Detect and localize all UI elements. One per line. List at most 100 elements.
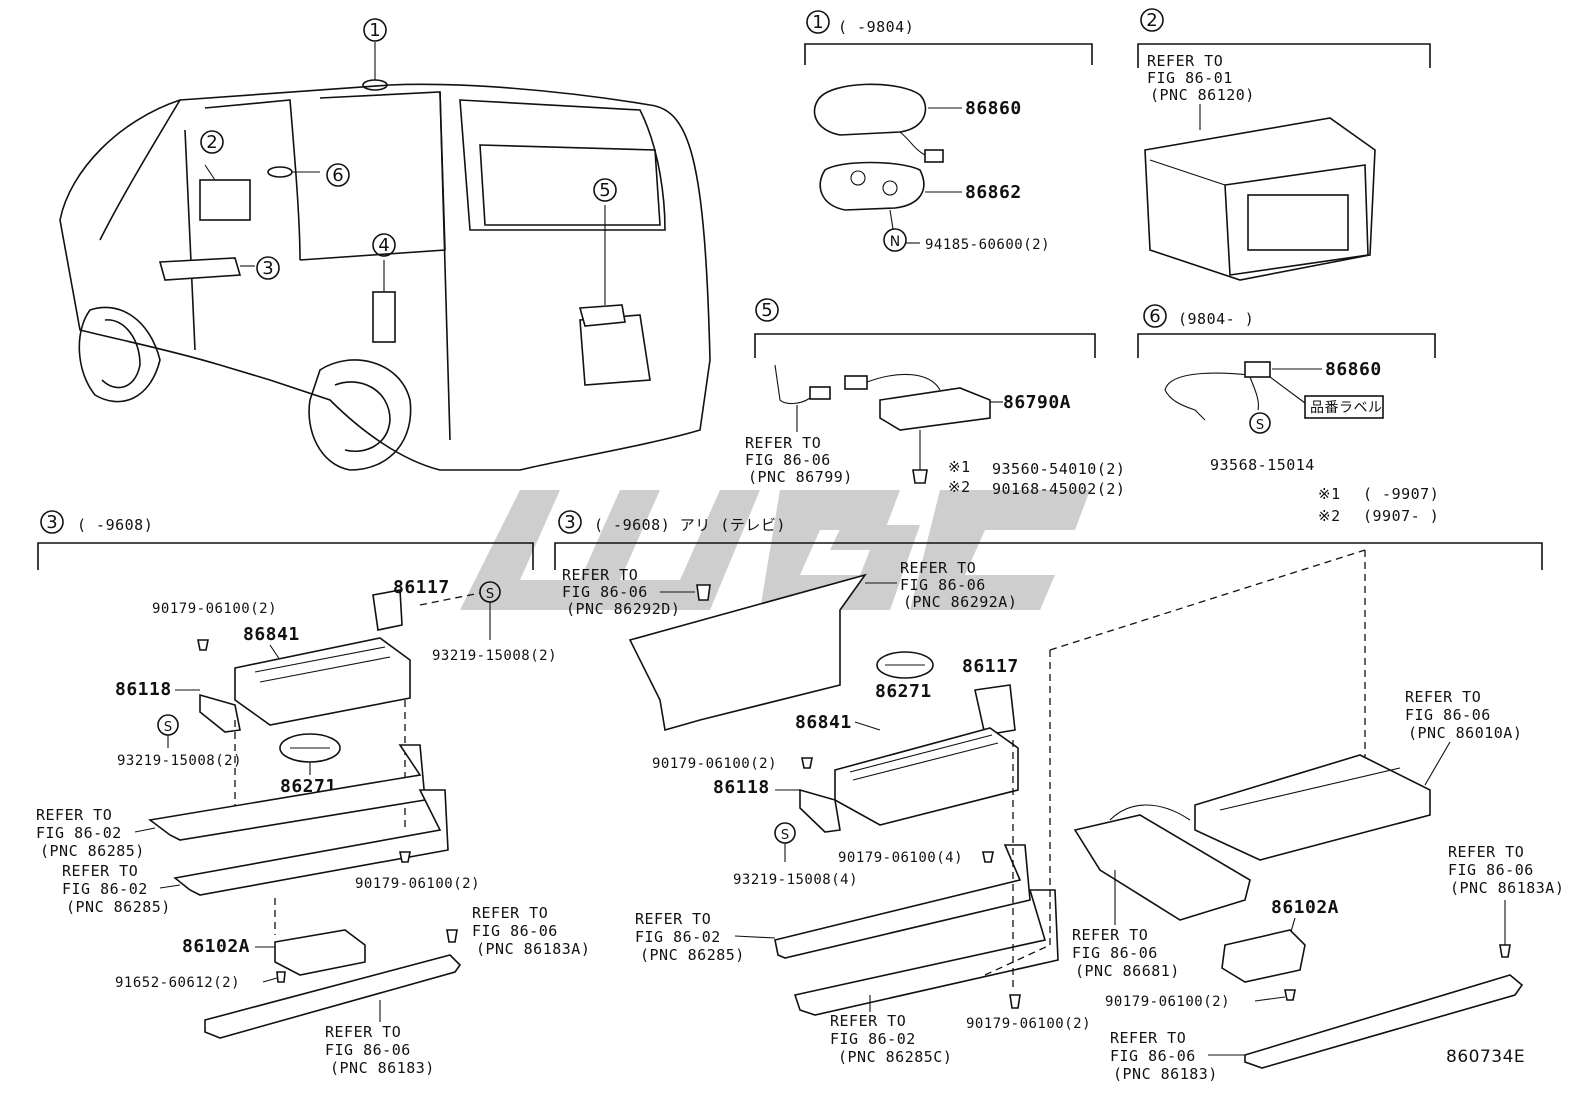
- svg-text:REFER TO: REFER TO: [1405, 688, 1481, 706]
- svg-text:REFER TO: REFER TO: [745, 434, 821, 452]
- van-illustration: [59, 42, 711, 471]
- svg-text:REFER TO: REFER TO: [36, 806, 112, 824]
- watermark-logo: [460, 490, 1090, 610]
- label-90179-c: 90179-06100(2): [652, 756, 777, 772]
- label-tag: 品番ラベル: [1310, 400, 1383, 416]
- label-93560: 93560-54010(2): [992, 460, 1125, 478]
- svg-text:REFER TO: REFER TO: [1448, 843, 1524, 861]
- label-86118-b: 86118: [713, 777, 770, 798]
- callout-2: 2: [206, 132, 217, 153]
- label-86117-a: 86117: [393, 577, 450, 598]
- svg-text:FIG 86-02: FIG 86-02: [635, 928, 721, 946]
- svg-text:※1: ※1: [948, 458, 971, 476]
- svg-text:(PNC 86292D): (PNC 86292D): [566, 600, 680, 618]
- svg-text:REFER TO: REFER TO: [562, 566, 638, 584]
- svg-text:(PNC 86183): (PNC 86183): [1113, 1065, 1218, 1083]
- callout-4: 4: [378, 235, 389, 256]
- label-86102a-b: 86102A: [1271, 897, 1339, 918]
- label-86271-b: 86271: [875, 681, 932, 702]
- callout-1: 1: [369, 20, 380, 41]
- label-90168: 90168-45002(2): [992, 480, 1125, 498]
- label-94185: 94185-60600(2): [925, 237, 1050, 253]
- svg-text:(PNC 86183): (PNC 86183): [330, 1059, 435, 1077]
- svg-text:FIG 86-06: FIG 86-06: [900, 576, 986, 594]
- svg-text:FIG 86-06: FIG 86-06: [1110, 1047, 1196, 1065]
- svg-text:S: S: [781, 828, 789, 843]
- svg-text:REFER TO: REFER TO: [1110, 1029, 1186, 1047]
- callout-6: 6: [332, 165, 343, 186]
- label-93219-c: 93219-15008(4): [733, 872, 858, 888]
- callout-3: 3: [262, 258, 273, 279]
- detail-box-5: 5 86790A REFER TO FIG 86-06 (PNC 86799) …: [745, 298, 1125, 498]
- svg-text:※1: ※1: [1318, 485, 1341, 503]
- label-86117-b: 86117: [962, 656, 1019, 677]
- svg-text:FIG 86-06: FIG 86-06: [745, 451, 831, 469]
- svg-text:FIG 86-02: FIG 86-02: [62, 880, 148, 898]
- svg-text:(PNC 86292A): (PNC 86292A): [903, 593, 1017, 611]
- svg-text:S: S: [164, 720, 172, 735]
- label-86102a-a: 86102A: [182, 936, 250, 957]
- detail-box-6: 6 (9804- ) 86860 品番ラベル S 93568-15014 ※1 …: [1137, 304, 1439, 525]
- label-90179-e: 90179-06100(2): [966, 1016, 1091, 1032]
- svg-text:( -9907): ( -9907): [1363, 485, 1439, 503]
- label-86790a: 86790A: [1003, 392, 1071, 413]
- svg-text:5: 5: [761, 300, 772, 321]
- svg-text:1: 1: [812, 12, 823, 33]
- label-93219-a: 93219-15008(2): [432, 648, 557, 664]
- label-91652: 91652-60612(2): [115, 975, 240, 991]
- label-86860: 86860: [965, 98, 1022, 119]
- svg-text:(PNC 86285): (PNC 86285): [40, 842, 145, 860]
- svg-text:FIG 86-02: FIG 86-02: [830, 1030, 916, 1048]
- svg-text:FIG 86-06: FIG 86-06: [1072, 944, 1158, 962]
- svg-text:FIG 86-06: FIG 86-06: [1405, 706, 1491, 724]
- svg-text:(PNC 86183A): (PNC 86183A): [476, 940, 590, 958]
- svg-text:REFER TO: REFER TO: [62, 862, 138, 880]
- label-90179-d: 90179-06100(4): [838, 850, 963, 866]
- detail-box-3b: 3 ( -9608) アリ (テレビ) REFER TO FIG 86-06 (…: [554, 510, 1564, 1083]
- svg-text:6: 6: [1149, 306, 1160, 327]
- svg-text:FIG 86-06: FIG 86-06: [472, 922, 558, 940]
- label-86860-b: 86860: [1325, 359, 1382, 380]
- svg-text:(PNC 86285C): (PNC 86285C): [838, 1048, 952, 1066]
- svg-text:(PNC 86183A): (PNC 86183A): [1450, 879, 1564, 897]
- label-93568: 93568-15014: [1210, 456, 1315, 474]
- svg-text:FIG 86-06: FIG 86-06: [325, 1041, 411, 1059]
- box2-refer-2: FIG 86-01: [1147, 69, 1233, 87]
- svg-text:REFER TO: REFER TO: [830, 1012, 906, 1030]
- label-90179-a: 90179-06100(2): [152, 601, 277, 617]
- svg-text:※2: ※2: [948, 478, 971, 496]
- box3a-range: ( -9608): [77, 516, 153, 534]
- box2-refer-1: REFER TO: [1147, 52, 1223, 70]
- svg-text:(PNC 86285): (PNC 86285): [66, 898, 171, 916]
- detail-box-2: 2 REFER TO FIG 86-01 (PNC 86120): [1137, 8, 1431, 281]
- svg-text:FIG 86-06: FIG 86-06: [1448, 861, 1534, 879]
- svg-text:3: 3: [564, 512, 575, 533]
- svg-text:REFER TO: REFER TO: [1072, 926, 1148, 944]
- box3b-range: ( -9608) アリ (テレビ): [594, 516, 786, 534]
- svg-text:REFER TO: REFER TO: [900, 559, 976, 577]
- box6-range: (9804- ): [1178, 310, 1254, 328]
- label-86841-b: 86841: [795, 712, 852, 733]
- label-86841-a: 86841: [243, 624, 300, 645]
- svg-text:(PNC 86010A): (PNC 86010A): [1408, 724, 1522, 742]
- detail-box-1: 1 ( -9804) 86860 86862 N 94185-60600(2): [804, 10, 1093, 253]
- label-90179-b: 90179-06100(2): [355, 876, 480, 892]
- label-90179-f: 90179-06100(2): [1105, 994, 1230, 1010]
- svg-text:3: 3: [46, 512, 57, 533]
- detail-box-3a: 3 ( -9608) 90179-06100(2) 86841 86117 S …: [36, 510, 590, 1077]
- van-callouts: 1 2 6 3 4 5: [200, 18, 617, 280]
- figure-id: 860734E: [1446, 1047, 1525, 1067]
- svg-text:FIG 86-06: FIG 86-06: [562, 583, 648, 601]
- svg-text:(PNC 86799): (PNC 86799): [748, 468, 853, 486]
- svg-text:REFER TO: REFER TO: [635, 910, 711, 928]
- label-86862: 86862: [965, 182, 1022, 203]
- label-93219-b: 93219-15008(2): [117, 753, 242, 769]
- svg-text:(PNC 86285): (PNC 86285): [640, 946, 745, 964]
- svg-text:FIG 86-02: FIG 86-02: [36, 824, 122, 842]
- svg-text:S: S: [1256, 418, 1264, 433]
- svg-text:※2: ※2: [1318, 507, 1341, 525]
- callout-5: 5: [599, 180, 610, 201]
- svg-text:S: S: [486, 587, 494, 602]
- svg-text:REFER TO: REFER TO: [325, 1023, 401, 1041]
